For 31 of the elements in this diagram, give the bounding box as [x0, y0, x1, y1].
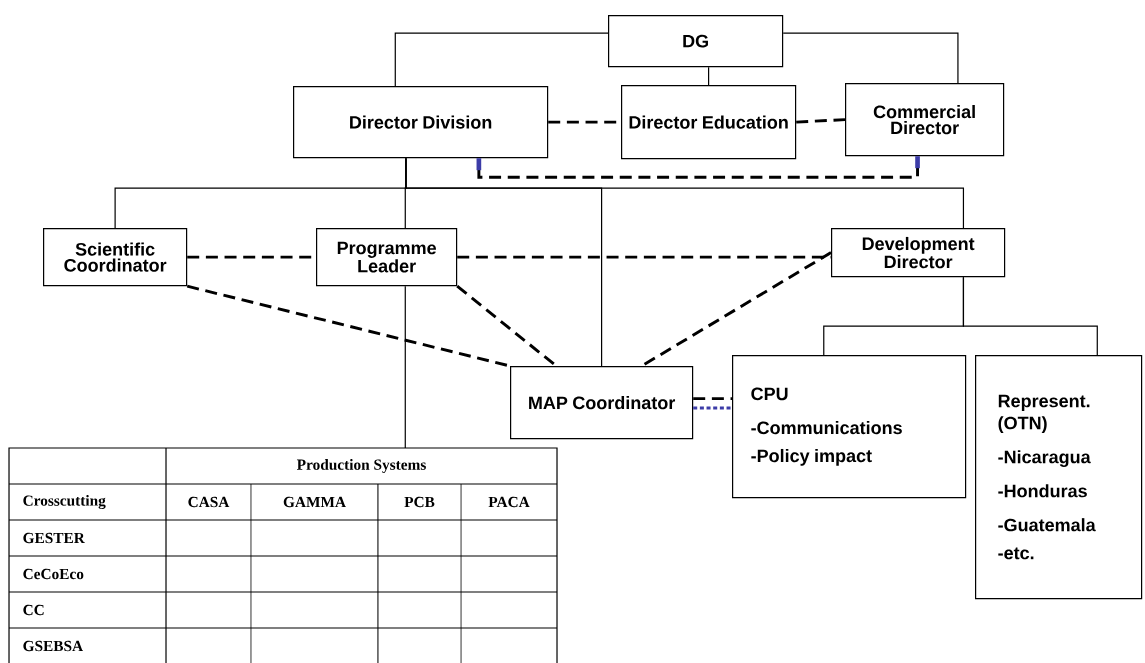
- dashed-connector: [693, 406, 732, 410]
- connector-line: [708, 66, 710, 86]
- org-box: Director Education: [621, 85, 797, 160]
- table-cell: CC: [23, 604, 44, 616]
- org-box: Director Division: [293, 86, 549, 159]
- org-box: Scientific Coordinator: [43, 228, 188, 287]
- table-cell: Production Systems: [296, 459, 426, 473]
- table-cell: PCB: [404, 496, 435, 508]
- org-box: Development Director: [831, 228, 1006, 278]
- connector-line: [394, 32, 609, 87]
- table-cell: CASA: [188, 496, 230, 508]
- org-box: Programme Leader: [316, 228, 458, 287]
- org-box: DG: [608, 15, 784, 68]
- connector-line: [404, 285, 406, 449]
- org-box: MAP Coordinator: [510, 366, 694, 440]
- grid-table: [8, 447, 558, 663]
- table-cell: Crosscutting: [23, 495, 106, 509]
- table-cell: PACA: [488, 496, 530, 508]
- dashed-connector: [476, 156, 920, 179]
- table-cell: GAMMA: [283, 496, 346, 508]
- connector-line: [405, 157, 965, 229]
- table-cell: GESTER: [23, 532, 85, 544]
- dashed-connector: [796, 118, 846, 124]
- connector-line: [962, 276, 1098, 356]
- table-cell: GSEBSA: [23, 640, 83, 652]
- org-box: Represent. (OTN) -Nicaragua -Honduras -Guatemala -etc.: [975, 355, 1143, 600]
- org-box: Commercial Director: [845, 83, 1005, 157]
- table-cell: CeCoEco: [23, 568, 84, 580]
- connector-line: [782, 32, 959, 84]
- dashed-connector: [693, 397, 732, 401]
- org-box: CPU -Communications -Policy impact: [732, 355, 967, 499]
